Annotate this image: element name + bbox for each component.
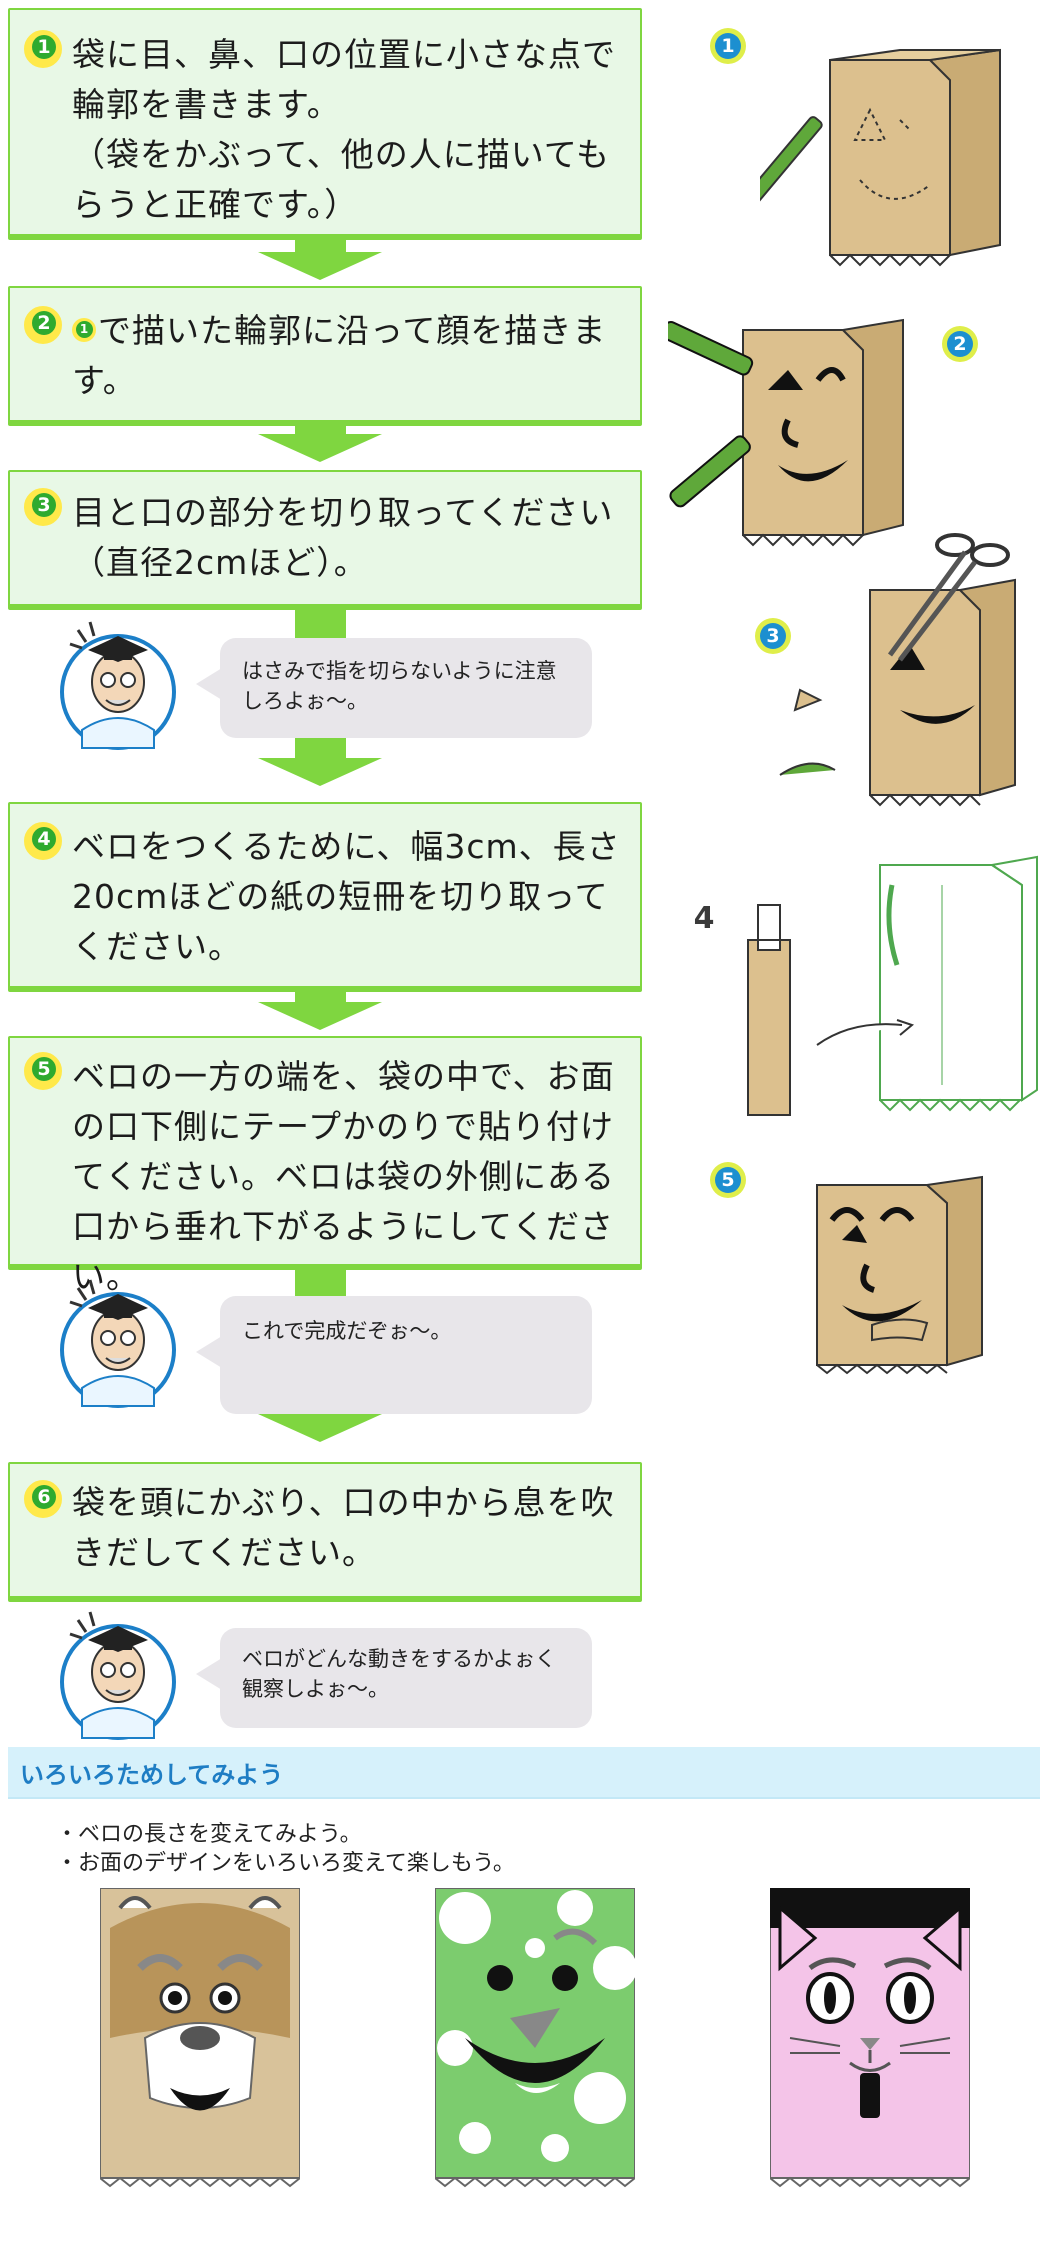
step-5: 5 ベロの一方の端を、袋の中で、お面の口下側にテープかのりで貼り付けてください。… xyxy=(8,1036,642,1296)
cat-mask-illustration xyxy=(770,1888,970,2188)
speech-bubble: ベロがどんな動きをするかよぉく観察しよぉ〜。 xyxy=(196,1628,592,1728)
step-text: 袋を頭にかぶり、口の中から息を吹きだしてください。 xyxy=(72,1483,615,1572)
speech-bubble: これで完成だぞぉ〜。 xyxy=(196,1296,592,1414)
polka-dot-mask-illustration xyxy=(435,1888,635,2188)
figure-number-5: 5 xyxy=(710,1162,746,1198)
section-heading: いろいろためしてみよう xyxy=(8,1747,1040,1799)
figure-number-2: 2 xyxy=(942,326,978,362)
bag-with-pencil-illustration xyxy=(760,48,1001,267)
step-number-badge: 5 xyxy=(24,1052,62,1090)
tip-item: ・お面のデザインをいろいろ変えて楽しもう。 xyxy=(56,1851,515,1876)
step-number-badge: 6 xyxy=(24,1480,62,1518)
professor-avatar xyxy=(60,1611,176,1740)
tips-list: ・ベロの長さを変えてみよう。 ・お面のデザインをいろいろ変えて楽しもう。 xyxy=(56,1820,515,1878)
step-number-badge: 2 xyxy=(24,306,62,344)
paper-strip-illustration xyxy=(747,904,791,1116)
step-text: 目と口の部分を切り取ってください （直径2cmほど）。 xyxy=(72,493,614,582)
step-text: ベロをつくるために、幅3cm、長さ20cmほどの紙の短冊を切り取ってください。 xyxy=(72,827,621,966)
flow-arrow xyxy=(258,992,383,1032)
step-number-badge: 4 xyxy=(24,822,62,860)
flow-arrow xyxy=(258,426,383,462)
figure-number-4: 4 xyxy=(693,901,715,936)
speech-bubble: はさみで指を切らないように注意しろよぉ〜。 xyxy=(196,638,592,738)
step-number-badge: 1 xyxy=(24,30,62,68)
step-3: 3 目と口の部分を切り取ってください （直径2cmほど）。 xyxy=(8,470,642,610)
lion-mask-illustration xyxy=(100,1888,300,2188)
bag-with-crayons-illustration xyxy=(668,318,904,547)
flow-arrow xyxy=(258,240,383,280)
step-text: 袋に目、鼻、口の位置に小さな点で輪郭を書きます。 （袋をかぶって、他の人に描いて… xyxy=(72,35,616,224)
tip-item: ・ベロの長さを変えてみよう。 xyxy=(56,1822,362,1847)
professor-avatar xyxy=(60,621,176,750)
step-number-badge: 3 xyxy=(24,488,62,526)
inside-bag-illustration xyxy=(816,855,1038,1112)
section-title: いろいろためしてみよう xyxy=(20,1761,284,1789)
figure-number-3: 3 xyxy=(755,618,791,654)
step-6: 6 袋を頭にかぶり、口の中から息を吹きだしてください。 xyxy=(8,1462,642,1602)
step-4: 4 ベロをつくるために、幅3cm、長さ20cmほどの紙の短冊を切り取ってください… xyxy=(8,802,642,992)
step-1: 1 袋に目、鼻、口の位置に小さな点で輪郭を書きます。 （袋をかぶって、他の人に描… xyxy=(8,8,642,240)
step-text: ベロの一方の端を、袋の中で、お面の口下側にテープかのりで貼り付けてください。ベロ… xyxy=(72,1057,616,1296)
step-reference-badge: 1 xyxy=(72,317,96,342)
professor-avatar xyxy=(60,1279,176,1408)
finished-bag-illustration xyxy=(816,1175,983,1375)
figure-number-1: 1 xyxy=(710,28,746,64)
bag-with-scissors-illustration xyxy=(779,533,1016,807)
